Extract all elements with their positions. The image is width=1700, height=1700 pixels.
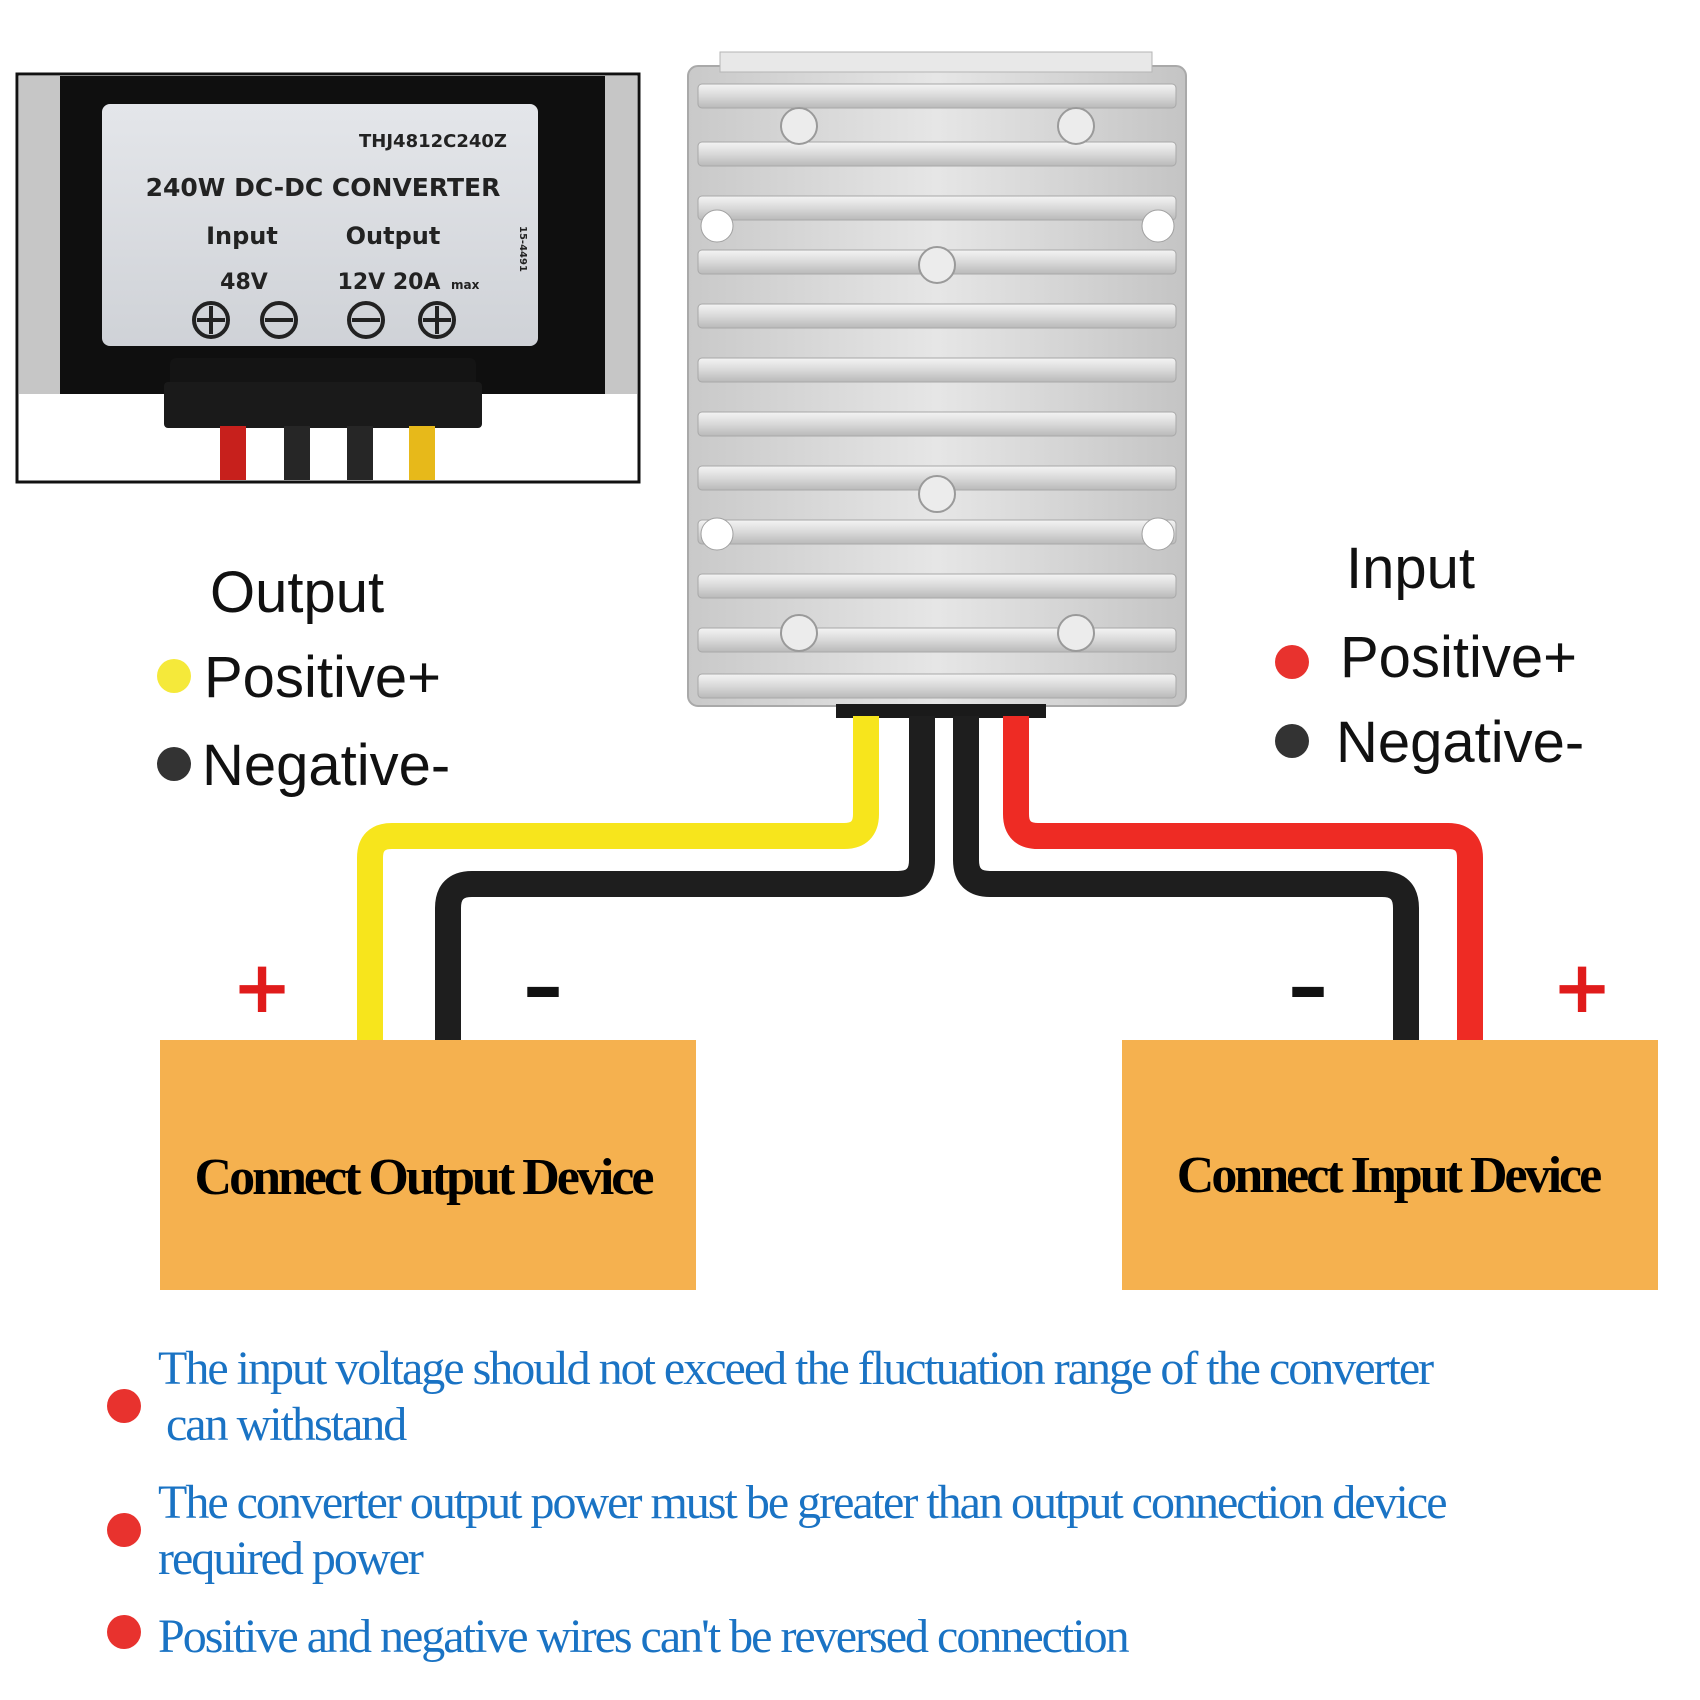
mounting-holes [700, 209, 1175, 551]
minus-terminal-icon [347, 301, 385, 339]
input-legend: Input Positive+ Negative- [1275, 536, 1584, 775]
converter-heatsink [687, 51, 1187, 718]
output-device-label: Connect Output Device [195, 1149, 654, 1206]
inset-label-plate [102, 104, 538, 346]
input-device-box [1122, 1040, 1658, 1290]
note-item: Positive and negative wires can't be rev… [107, 1610, 1132, 1663]
black-wire-input [953, 716, 1419, 1042]
black-dot-icon [157, 747, 191, 781]
wire-grommet [836, 704, 1046, 718]
output-device-minus-sign: – [523, 940, 563, 1033]
input-device-minus-sign: – [1288, 940, 1328, 1033]
output-negative-label: Negative- [202, 733, 450, 798]
yellow-wire [357, 716, 879, 1042]
red-bullet-icon [107, 1389, 141, 1423]
note-item: The converter output power must be great… [107, 1476, 1448, 1585]
yellow-dot-icon [157, 659, 191, 693]
inset-yellow-wire [409, 426, 435, 480]
input-device-label: Connect Input Device [1177, 1147, 1601, 1204]
red-wire [1003, 716, 1483, 1042]
product-label-inset: THJ4812C240Z 240W DC-DC CONVERTER Input … [15, 72, 641, 484]
note-line: Positive and negative wires can't be rev… [158, 1610, 1130, 1663]
heatsink-screws [780, 107, 1095, 652]
output-device-plus-sign: + [232, 945, 292, 1029]
inset-output-label: Output [346, 222, 441, 250]
inset-model: THJ4812C240Z [359, 131, 507, 152]
note-line: The converter output power must be great… [158, 1476, 1446, 1529]
inset-input-value: 48V [220, 270, 268, 295]
black-wire-output [435, 716, 935, 1042]
inset-black-wire [284, 426, 310, 480]
input-device-plus-sign: + [1552, 945, 1612, 1029]
plus-terminal-icon [418, 301, 456, 339]
note-item: The input voltage should not exceed the … [107, 1342, 1436, 1451]
inset-title: 240W DC-DC CONVERTER [146, 173, 501, 202]
note-line: required power [158, 1532, 424, 1585]
inset-input-label: Input [206, 222, 278, 250]
inset-side-code: 15-4491 [517, 226, 528, 272]
note-line: The input voltage should not exceed the … [158, 1342, 1434, 1395]
output-legend-heading: Output [210, 560, 384, 625]
red-bullet-icon [107, 1615, 141, 1649]
output-positive-label: Positive+ [204, 645, 441, 710]
wires [357, 716, 1483, 1042]
minus-terminal-icon [260, 301, 298, 339]
input-device: – + Connect Input Device [1122, 940, 1658, 1290]
red-dot-icon [1275, 645, 1309, 679]
output-device-box [160, 1040, 696, 1290]
black-dot-icon [1275, 724, 1309, 758]
notes-list: The input voltage should not exceed the … [107, 1342, 1448, 1663]
heatsink-fins [697, 83, 1177, 699]
plus-terminal-icon [192, 301, 230, 339]
output-legend: Output Positive+ Negative- [157, 560, 450, 798]
input-positive-label: Positive+ [1340, 625, 1577, 690]
inset-black-wire [347, 426, 373, 480]
output-device: + – Connect Output Device [160, 940, 696, 1290]
red-bullet-icon [107, 1513, 141, 1547]
input-legend-heading: Input [1346, 536, 1475, 601]
inset-output-suffix: max [451, 278, 480, 292]
inset-red-wire [220, 426, 246, 480]
inset-output-value: 12V 20A [338, 270, 441, 295]
note-line: can withstand [166, 1398, 407, 1451]
input-negative-label: Negative- [1336, 710, 1584, 775]
